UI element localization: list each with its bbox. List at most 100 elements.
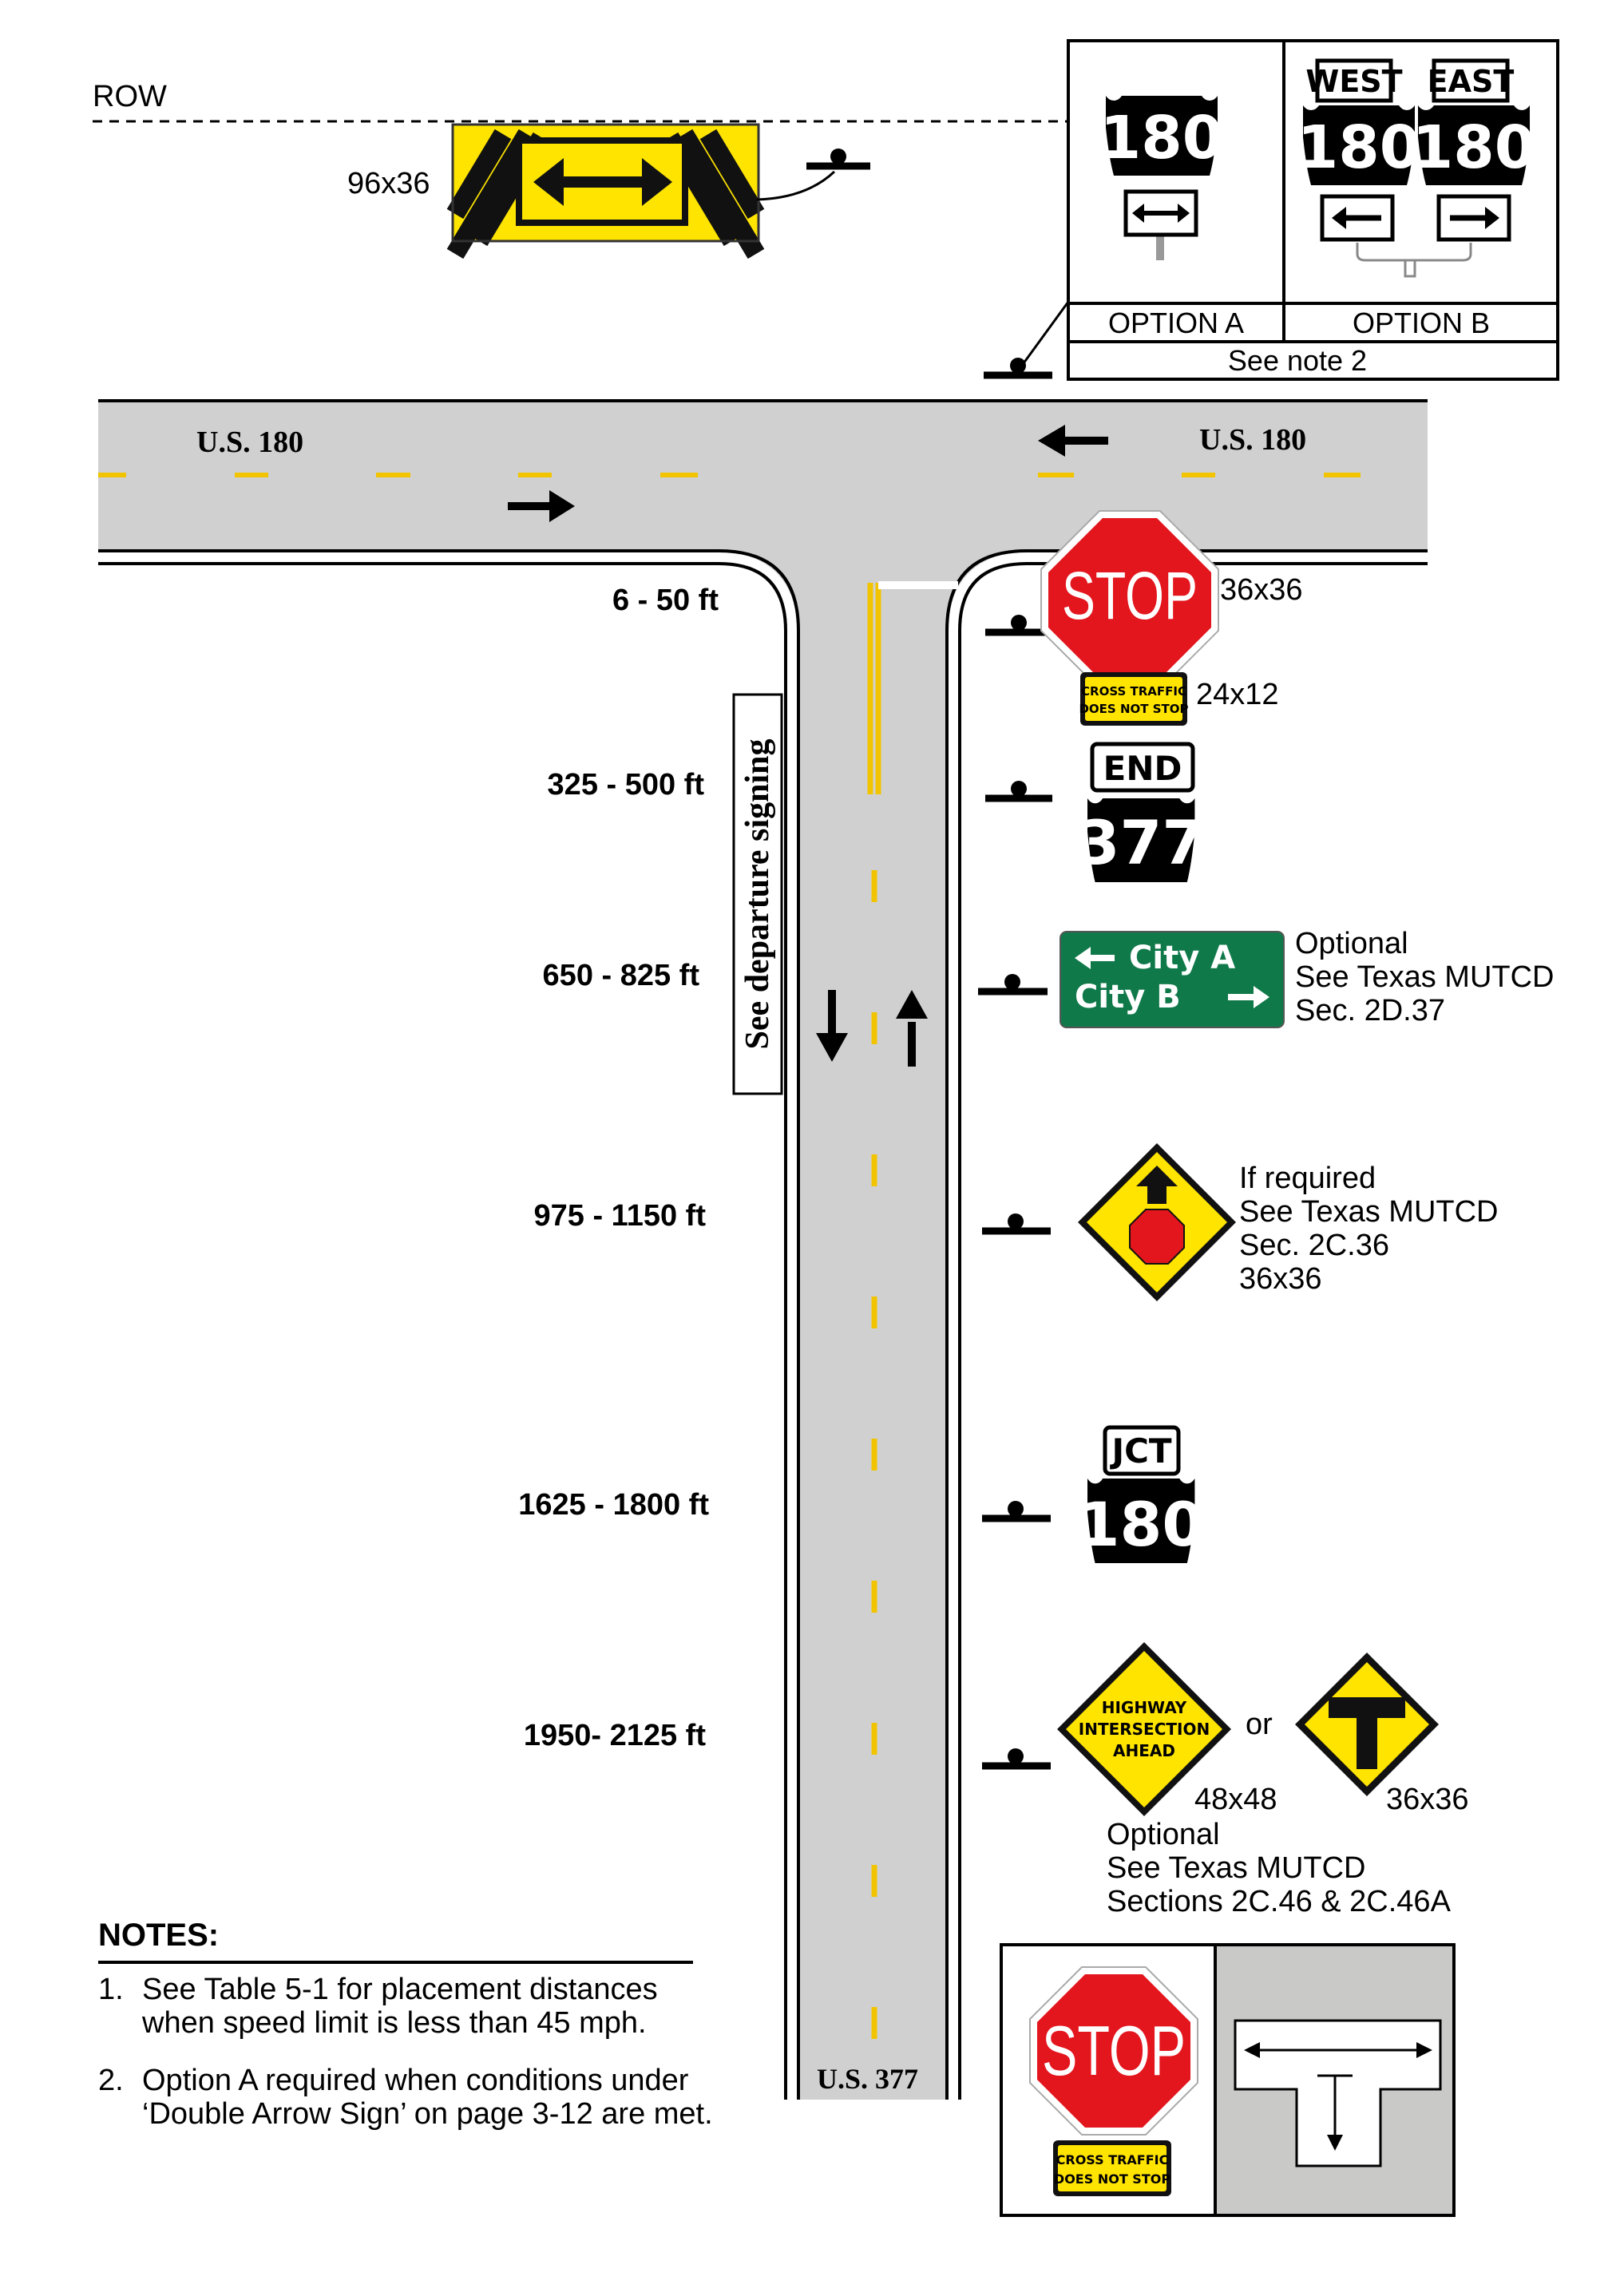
post-symbol [978, 974, 1048, 996]
row-label: ROW [93, 80, 167, 113]
leader-line [756, 170, 836, 201]
svg-text:180: 180 [1100, 104, 1223, 172]
post-symbol [806, 148, 870, 170]
intersection-note-3: Sections 2C.46 & 2C.46A [1107, 1885, 1452, 1918]
road-label-us377: U.S. 377 [817, 2063, 918, 2095]
departure-signing-box: See departure signing [732, 693, 783, 1095]
distance-label: 650 - 825 ft [543, 959, 700, 992]
post-symbol [982, 1213, 1051, 1235]
us-shield-180-east: 180 [1412, 105, 1535, 185]
svg-text:INTERSECTION: INTERSECTION [1079, 1720, 1210, 1739]
svg-text:City A: City A [1129, 940, 1235, 976]
svg-text:JCT: JCT [1109, 1431, 1171, 1471]
west-plaque: WEST [1305, 58, 1403, 103]
distance-label: 975 - 1150 ft [534, 1199, 707, 1233]
svg-text:EAST: EAST [1428, 64, 1515, 99]
stop-ahead-size: 36x36 [1239, 1262, 1322, 1296]
t-intersection-sign [1295, 1653, 1439, 1796]
us-shield-180-west: 180 [1297, 105, 1420, 185]
double-arrow-plaque [1123, 189, 1198, 237]
left-arrow-icon [1075, 947, 1115, 969]
guide-note-3: Sec. 2D.37 [1295, 994, 1445, 1027]
post-symbol [984, 358, 1052, 379]
us-shield-180: 180 [1100, 96, 1223, 176]
notes-heading: NOTES: [98, 1918, 219, 1953]
us-shield-377: 377 [1078, 798, 1205, 882]
arrow-up-icon [1136, 1166, 1178, 1204]
post-symbol [985, 615, 1052, 636]
distance-label: 6 - 50 ft [612, 584, 719, 617]
arrow-right-icon [508, 490, 575, 522]
note-text: when speed limit is less than 45 mph. [141, 2006, 647, 2040]
road-label-us180-left: U.S. 180 [196, 426, 303, 459]
note-number: 2. [98, 2064, 124, 2097]
post-symbol [982, 1748, 1051, 1770]
guide-note-1: Optional [1295, 927, 1408, 960]
svg-text:CROSS TRAFFIC: CROSS TRAFFIC [1056, 2152, 1169, 2167]
stop-ahead-note-1: If required [1239, 1162, 1376, 1195]
svg-text:STOP: STOP [1042, 2011, 1186, 2090]
leader-line [1022, 301, 1070, 364]
svg-text:HIGHWAY: HIGHWAY [1102, 1698, 1187, 1717]
guide-note-2: See Texas MUTCD [1295, 960, 1555, 994]
right-arrow-plaque [1436, 194, 1511, 242]
guide-sign: City A City B [1060, 931, 1285, 1028]
legend-cross-traffic-plaque: CROSS TRAFFIC DOES NOT STOP [1053, 2140, 1171, 2196]
chevron-sign [446, 123, 765, 259]
svg-text:180: 180 [1412, 113, 1535, 182]
svg-text:CROSS TRAFFIC: CROSS TRAFFIC [1081, 684, 1186, 699]
left-arrow-plaque [1320, 194, 1395, 242]
arrow-up-icon [896, 990, 928, 1067]
svg-text:DOES NOT STOP: DOES NOT STOP [1054, 2171, 1170, 2187]
note-text: See Table 5-1 for placement distances [142, 1973, 658, 2006]
svg-text:DOES NOT STOP: DOES NOT STOP [1079, 702, 1188, 716]
intersection-ahead-sign: HIGHWAY INTERSECTION AHEAD [1057, 1642, 1231, 1816]
cross-traffic-size: 24x12 [1196, 678, 1279, 711]
svg-text:AHEAD: AHEAD [1113, 1741, 1175, 1760]
svg-text:WEST: WEST [1305, 64, 1402, 99]
option-a-label: OPTION A [1108, 307, 1244, 339]
svg-text:180: 180 [1297, 113, 1420, 182]
road-edges [98, 549, 1428, 2100]
arrow-left-icon [1038, 425, 1108, 457]
stop-ahead-note-3: Sec. 2C.36 [1239, 1229, 1389, 1262]
double-arrow-icon [533, 158, 672, 206]
bracket [1356, 243, 1472, 278]
right-arrow-icon [1228, 986, 1269, 1008]
road-label-us180-right: U.S. 180 [1199, 423, 1306, 457]
us-shield-180-jct: 180 [1078, 1479, 1205, 1563]
legend-stop-sign: STOP [1029, 1966, 1198, 2136]
svg-text:377: 377 [1078, 807, 1205, 878]
svg-text:180: 180 [1078, 1489, 1205, 1560]
svg-text:STOP: STOP [1062, 558, 1198, 633]
note-number: 1. [98, 1973, 124, 2006]
option-b-label: OPTION B [1353, 307, 1490, 339]
svg-text:See departure signing: See departure signing [739, 739, 776, 1050]
note-text: Option A required when conditions under [142, 2064, 689, 2097]
distance-label: 325 - 500 ft [548, 768, 705, 802]
intersection-note-2: See Texas MUTCD [1107, 1851, 1366, 1885]
svg-text:City B: City B [1075, 979, 1181, 1015]
center-line-side [867, 583, 881, 2039]
cross-traffic-plaque: CROSS TRAFFIC DOES NOT STOP [1079, 672, 1189, 726]
intersection-ahead-size: 48x48 [1194, 1783, 1277, 1816]
or-label: or [1246, 1708, 1273, 1741]
distance-label: 1625 - 1800 ft [518, 1488, 709, 1522]
east-plaque: EAST [1428, 58, 1515, 103]
note-text: ‘Double Arrow Sign’ on page 3-12 are met… [142, 2097, 713, 2131]
stop-sign: STOP [1040, 510, 1219, 690]
t-intersection-size: 36x36 [1386, 1783, 1469, 1816]
stop-ahead-sign [1078, 1143, 1236, 1301]
svg-text:END: END [1103, 749, 1182, 788]
chevron-size: 96x36 [347, 167, 430, 200]
stop-sign-size: 36x36 [1220, 573, 1303, 607]
post-symbol [982, 1501, 1051, 1522]
stop-ahead-note-2: See Texas MUTCD [1239, 1195, 1499, 1229]
distance-label: 1950- 2125 ft [524, 1719, 706, 1752]
jct-plaque: JCT [1103, 1425, 1181, 1476]
see-note-2: See note 2 [1228, 344, 1367, 377]
post-symbol [985, 781, 1052, 802]
intersection-note-1: Optional [1107, 1818, 1220, 1851]
arrow-down-icon [816, 990, 848, 1062]
